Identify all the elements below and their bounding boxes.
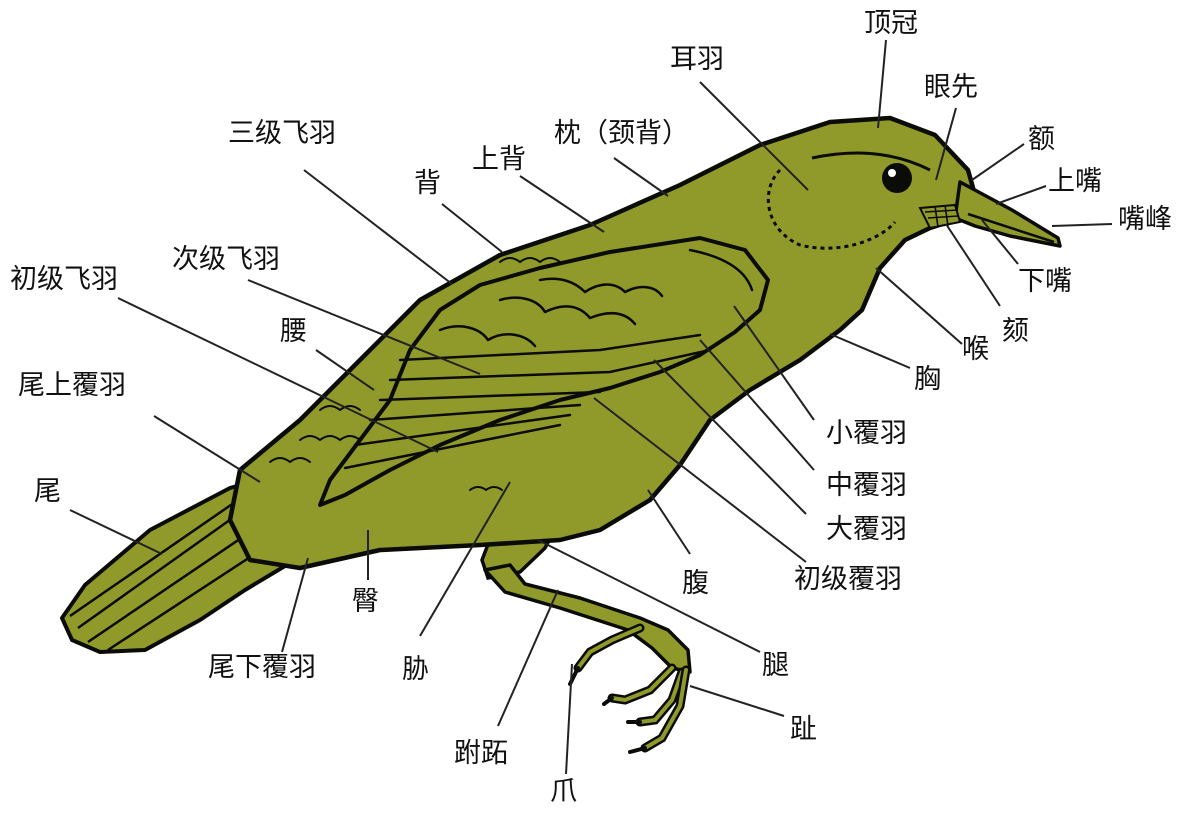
label-thigh: 腿 [762, 652, 789, 679]
label-primaries: 初级飞羽 [10, 266, 118, 293]
label-claw: 爪 [550, 778, 577, 805]
label-ear-coverts: 耳羽 [670, 46, 724, 73]
label-greater-coverts: 大覆羽 [826, 516, 907, 543]
label-toes: 趾 [790, 716, 817, 743]
label-tarsus: 跗跖 [454, 740, 508, 767]
label-flank: 胁 [402, 656, 429, 683]
label-crown: 顶冠 [864, 10, 918, 37]
label-throat: 喉 [962, 336, 989, 363]
label-belly: 腹 [682, 570, 709, 597]
label-lesser-coverts: 小覆羽 [826, 420, 907, 447]
label-uppertail-coverts: 尾上覆羽 [18, 372, 126, 399]
label-forehead: 额 [1028, 126, 1055, 153]
label-upper-mandible: 上嘴 [1048, 168, 1102, 195]
label-tertials: 三级飞羽 [228, 120, 336, 147]
label-vent: 臀 [352, 588, 379, 615]
label-lower-mandible: 下嘴 [1018, 268, 1072, 295]
label-rump: 腰 [280, 318, 307, 345]
label-nape: 枕（颈背） [554, 120, 689, 147]
label-chin: 颏 [1002, 318, 1029, 345]
label-secondaries: 次级飞羽 [172, 246, 280, 273]
label-median-coverts: 中覆羽 [826, 472, 907, 499]
label-undertail-coverts: 尾下覆羽 [208, 654, 316, 681]
label-tail: 尾 [34, 478, 61, 505]
label-primary-coverts: 初级覆羽 [794, 566, 902, 593]
bird-eye [882, 163, 912, 193]
label-lores: 眼先 [924, 74, 978, 101]
label-back: 背 [414, 170, 441, 197]
label-culmen: 嘴峰 [1118, 206, 1172, 233]
label-mantle: 上背 [472, 146, 526, 173]
label-breast: 胸 [914, 366, 941, 393]
